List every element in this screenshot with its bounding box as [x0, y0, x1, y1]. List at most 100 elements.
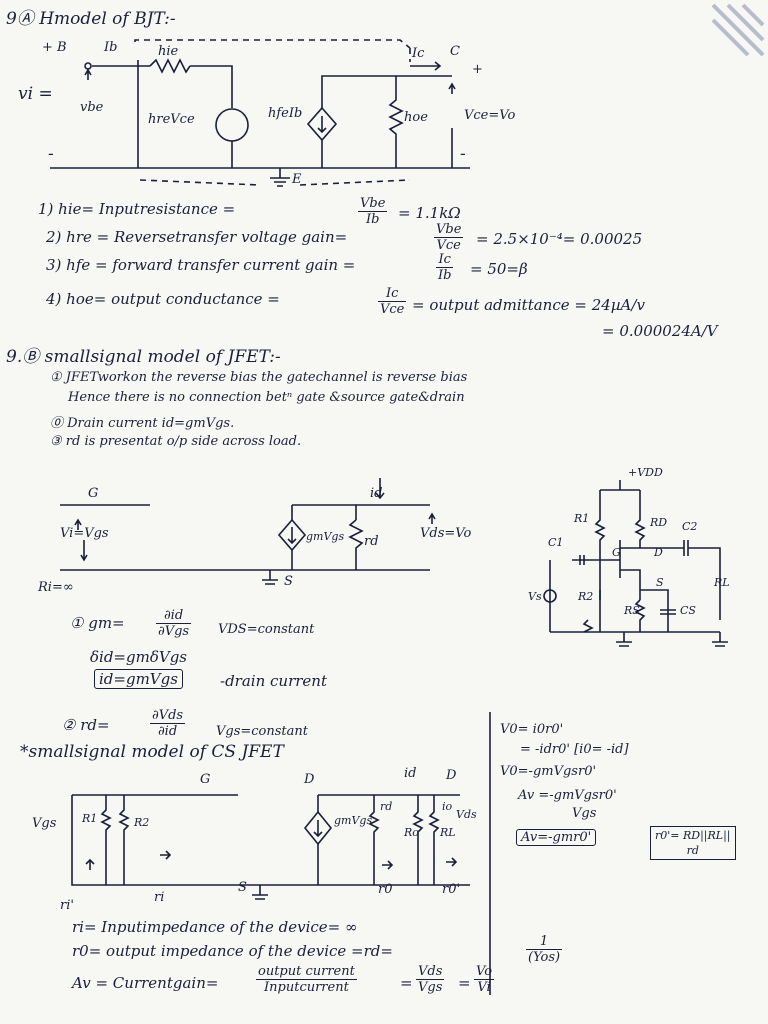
cs-jfet-title: *smallsignal model of CS JFET — [20, 742, 284, 762]
gm-def-frac: ∂id∂Vgs — [156, 608, 192, 639]
page-corner-scribble — [711, 3, 765, 57]
bottom-ri-line: ri= Inputimpedance of the device= ∞ — [72, 918, 358, 936]
rd-def-lead: ② rd= — [62, 716, 110, 734]
bjt-title: 9Ⓐ Hmodel of BJT:- — [6, 9, 176, 29]
cs-vds-label: Vds — [456, 808, 477, 821]
gm-delta-line: δid=gmδVgs — [90, 648, 187, 666]
gm-boxed-tail: -drain current — [220, 672, 327, 690]
right-box-av: Av=-gmr0' — [516, 829, 597, 846]
right-eq-3: V0=-gmVgsr0' — [500, 764, 597, 779]
cs-r0-prime-label: r0' — [442, 882, 461, 897]
cs-r2-label: R2 — [134, 816, 150, 829]
cs-s-label: S — [238, 880, 247, 895]
cs-ri-label: ri — [154, 890, 165, 905]
bjt-param-hie-value: = 1.1kΩ — [398, 204, 461, 222]
rd-def-cond: Vgs=constant — [216, 724, 308, 739]
jfet-point-3: ③ rd is presentat o/p side across load. — [50, 434, 302, 449]
bjt-b-label: + B — [42, 40, 67, 55]
bjt-param-hoe-value: = output admittance = 24µA/v — [412, 296, 645, 314]
amp-c1-label: C1 — [548, 536, 564, 549]
bjt-vi-label: vi = — [18, 84, 53, 104]
bjt-param-hoe-cont: = 0.000024A/V — [602, 322, 718, 340]
jfet-point-1b: Hence there is no connection betⁿ gate &… — [68, 390, 465, 405]
cs-ri-prime-label: ri' — [60, 898, 74, 913]
bjt-ib-label: Ib — [104, 40, 118, 55]
bjt-param-hfe: 3) hfe = forward transfer current gain = — [46, 256, 356, 274]
bjt-hoe-label: hoe — [404, 110, 428, 125]
gm-boxed-eq: id=gmVgs — [94, 669, 183, 689]
bjt-minus-right: - — [460, 144, 466, 164]
bottom-eq-sign1: = — [400, 974, 413, 992]
jfet-point-1: ① JFETworkon the reverse bias the gatech… — [50, 370, 468, 385]
cs-d1-label: D — [304, 772, 315, 787]
right-eq-5: Vgs — [572, 806, 597, 821]
bjt-minus-left: - — [48, 144, 54, 164]
right-eq-2: = -idr0' [i0= -id] — [520, 742, 629, 757]
jfet-vi-label: Vi=Vgs — [60, 526, 109, 541]
right-eq-1: V0= i0r0' — [500, 722, 564, 737]
amp-vs-label: Vs — [528, 590, 542, 603]
amp-s-label: S — [656, 576, 664, 589]
gm-def-lead: ① gm= — [70, 614, 125, 632]
jfet-g-label: G — [88, 486, 99, 501]
bjt-plus-out-label: + — [472, 62, 483, 77]
right-box-r0: r0'= RD||RL||rd — [650, 826, 736, 860]
cs-vgs-label: Vgs — [32, 816, 57, 831]
amp-vdd-label: +VDD — [628, 466, 663, 479]
cs-d2-label: D — [446, 768, 457, 783]
bjt-param-hre: 2) hre = Reversetransfer voltage gain= — [46, 228, 348, 246]
cs-rl-label: RL — [440, 826, 456, 839]
jfet-id-label: id — [370, 486, 383, 501]
jfet-title: 9.Ⓑ smallsignal model of JFET:- — [6, 347, 281, 367]
cs-r1-label: R1 — [82, 812, 98, 825]
cs-io-label: io — [442, 800, 453, 813]
cs-id-label: id — [404, 766, 417, 781]
amp-rd-label: RD — [650, 516, 668, 529]
bjt-hrevce-label: hreVce — [148, 112, 195, 127]
bjt-c-label: C — [450, 44, 460, 59]
bjt-param-hfe-value: = 50=β — [470, 260, 528, 278]
bjt-hie-label: hie — [158, 44, 179, 59]
amp-cs-label: CS — [680, 604, 696, 617]
amp-rs-label: RS — [624, 604, 640, 617]
jfet-s-label: S — [284, 574, 293, 589]
cs-gm-label: gmVgs — [334, 814, 373, 827]
bjt-param-hie: 1) hie= Inputresistance = — [38, 200, 236, 218]
bottom-eq-sign2: = — [458, 974, 471, 992]
amp-rl-label: RL — [714, 576, 730, 589]
gm-def-cond: VDS=constant — [218, 622, 315, 637]
bjt-hfeib-label: hfeIb — [268, 106, 303, 121]
rd-def-frac: ∂Vds∂id — [150, 708, 186, 739]
jfet-rd-label: rd — [364, 534, 379, 549]
cs-g-label: G — [200, 772, 211, 787]
cs-r0-label: r0 — [378, 882, 393, 897]
right-eq-4: Av =-gmVgsr0' — [518, 788, 617, 803]
bottom-r0-frac: 1(Yos) — [526, 934, 563, 965]
bottom-av-lead: Av = Currentgain= — [72, 974, 219, 992]
bjt-param-hre-value: = 2.5×10⁻⁴= 0.00025 — [476, 230, 643, 248]
jfet-point-2: ⓪ Drain current id=gmVgs. — [50, 416, 235, 431]
amp-g-label: G — [612, 546, 621, 559]
bjt-ic-label: Ic — [412, 46, 425, 61]
amp-r2-label: R2 — [578, 590, 594, 603]
bjt-vce-vo-label: Vce=Vo — [464, 108, 516, 123]
amp-c2-label: C2 — [682, 520, 698, 533]
bottom-r0-line: r0= output impedance of the device =rd= — [72, 942, 393, 960]
jfet-ri-label: Ri=∞ — [38, 580, 74, 595]
amp-d-label: D — [654, 546, 663, 559]
jfet-gm-label: gmVgs — [306, 530, 345, 543]
bjt-vbe-label: vbe — [80, 100, 104, 115]
jfet-vds-label: Vds=Vo — [420, 526, 472, 541]
